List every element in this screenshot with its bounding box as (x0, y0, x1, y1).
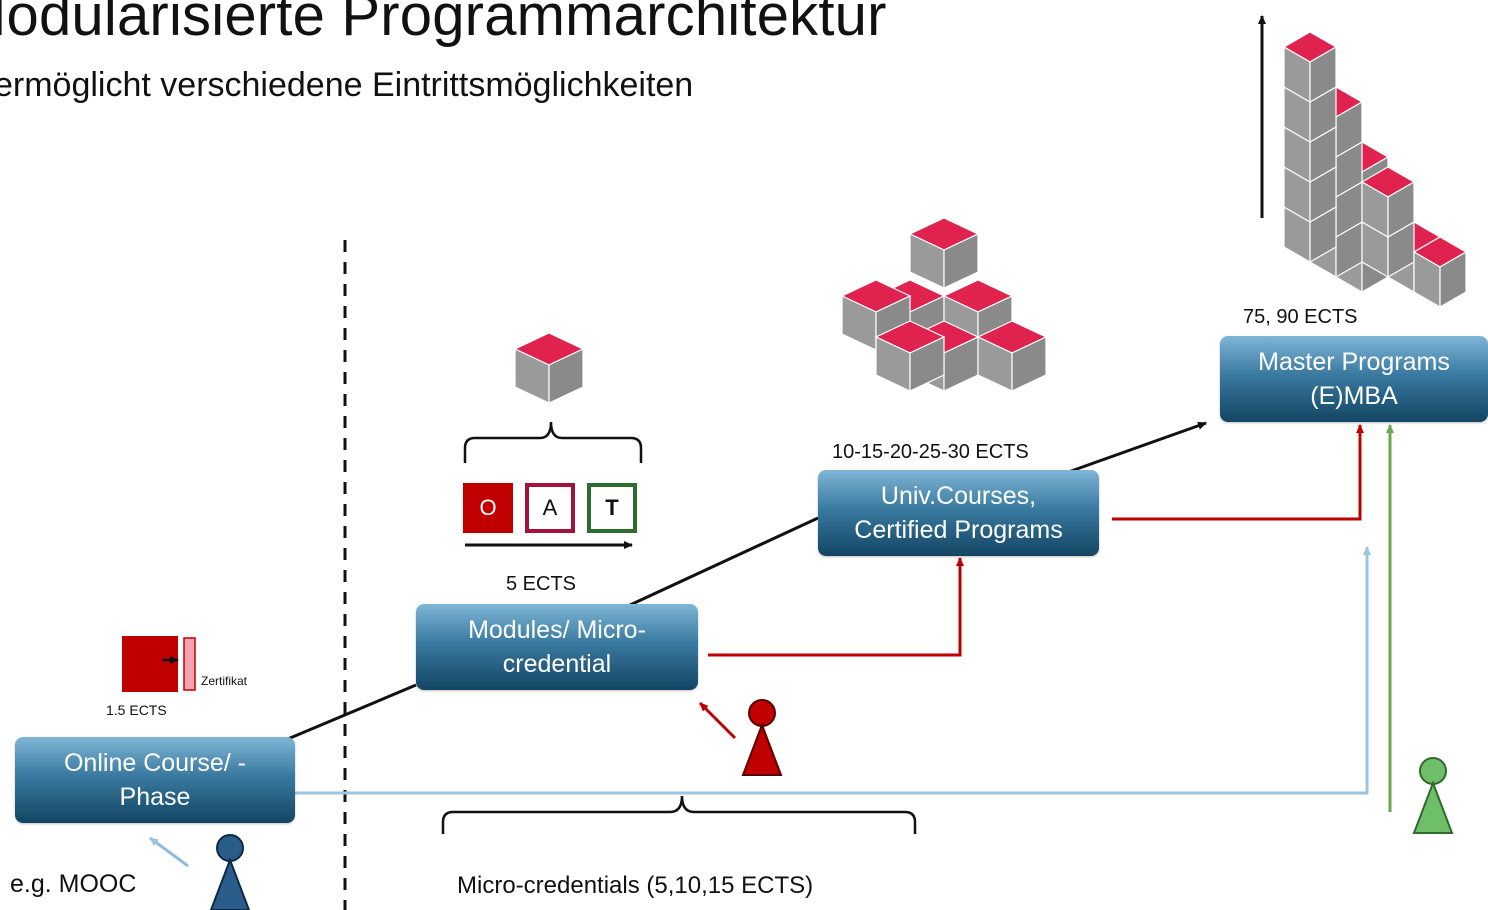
ects-master-label: 75, 90 ECTS (1243, 306, 1358, 328)
blue-arrow-mooc-online (149, 836, 189, 868)
master-programs-box: Master Programs (E)MBA (1220, 336, 1488, 422)
modules-box: Modules/ Micro-credential (416, 604, 698, 690)
progression-line-2 (629, 516, 819, 607)
zertifikat-label: Zertifikat (201, 674, 248, 688)
micro-credentials-label: Micro-credentials (5,10,15 ECTS) (457, 872, 814, 899)
certificate-icon (122, 636, 196, 692)
single-cube-icon (514, 332, 584, 404)
ects-modules-label: 5 ECTS (506, 573, 577, 595)
univ-courses-line-2: Certified Programs (854, 516, 1063, 544)
modules-line-1: Modules/ Micro- (468, 616, 646, 644)
oat-a-box: A (525, 483, 575, 533)
univ-courses-box: Univ.Courses, Certified Programs (818, 470, 1099, 556)
red-arrow-pawn-modules (698, 701, 737, 740)
online-course-line-2: Phase (119, 783, 191, 811)
page-title: Modularisierte Programmarchitektur (0, 0, 887, 48)
univ-courses-line-1: Univ.Courses, (880, 482, 1037, 510)
modules-line-2: credential (502, 650, 612, 678)
online-course-box: Online Course/ - Phase (15, 737, 295, 823)
online-course-line-1: Online Course/ - (63, 749, 247, 777)
oat-o-box: O (463, 483, 513, 533)
pawn-blue-icon (210, 834, 250, 910)
brace-micro (441, 795, 917, 834)
ects-univ-label: 10-15-20-25-30 ECTS (832, 441, 1029, 463)
progression-line-1 (282, 683, 417, 743)
brace-oat (463, 421, 643, 463)
page-subtitle: ermöglicht verschiedene Eintrittsmöglich… (0, 66, 694, 104)
master-programs-line-2: (E)MBA (1310, 382, 1398, 410)
master-programs-line-1: Master Programs (1258, 348, 1450, 376)
blue-arrow-online-master (295, 546, 1371, 795)
mooc-label: e.g. MOOC (10, 870, 137, 898)
red-arrow-modules-univ (708, 557, 964, 657)
staircase-cubes-icon (1283, 31, 1467, 308)
cube-pyramid-icon (841, 217, 1047, 392)
oat-t-box: T (587, 483, 637, 533)
progression-arrow-3 (1059, 421, 1207, 477)
pawn-green-icon (1413, 757, 1453, 834)
red-arrow-univ-master (1112, 424, 1364, 521)
ects-online-label: 1.5 ECTS (106, 702, 167, 718)
pawn-red-icon (742, 699, 782, 776)
